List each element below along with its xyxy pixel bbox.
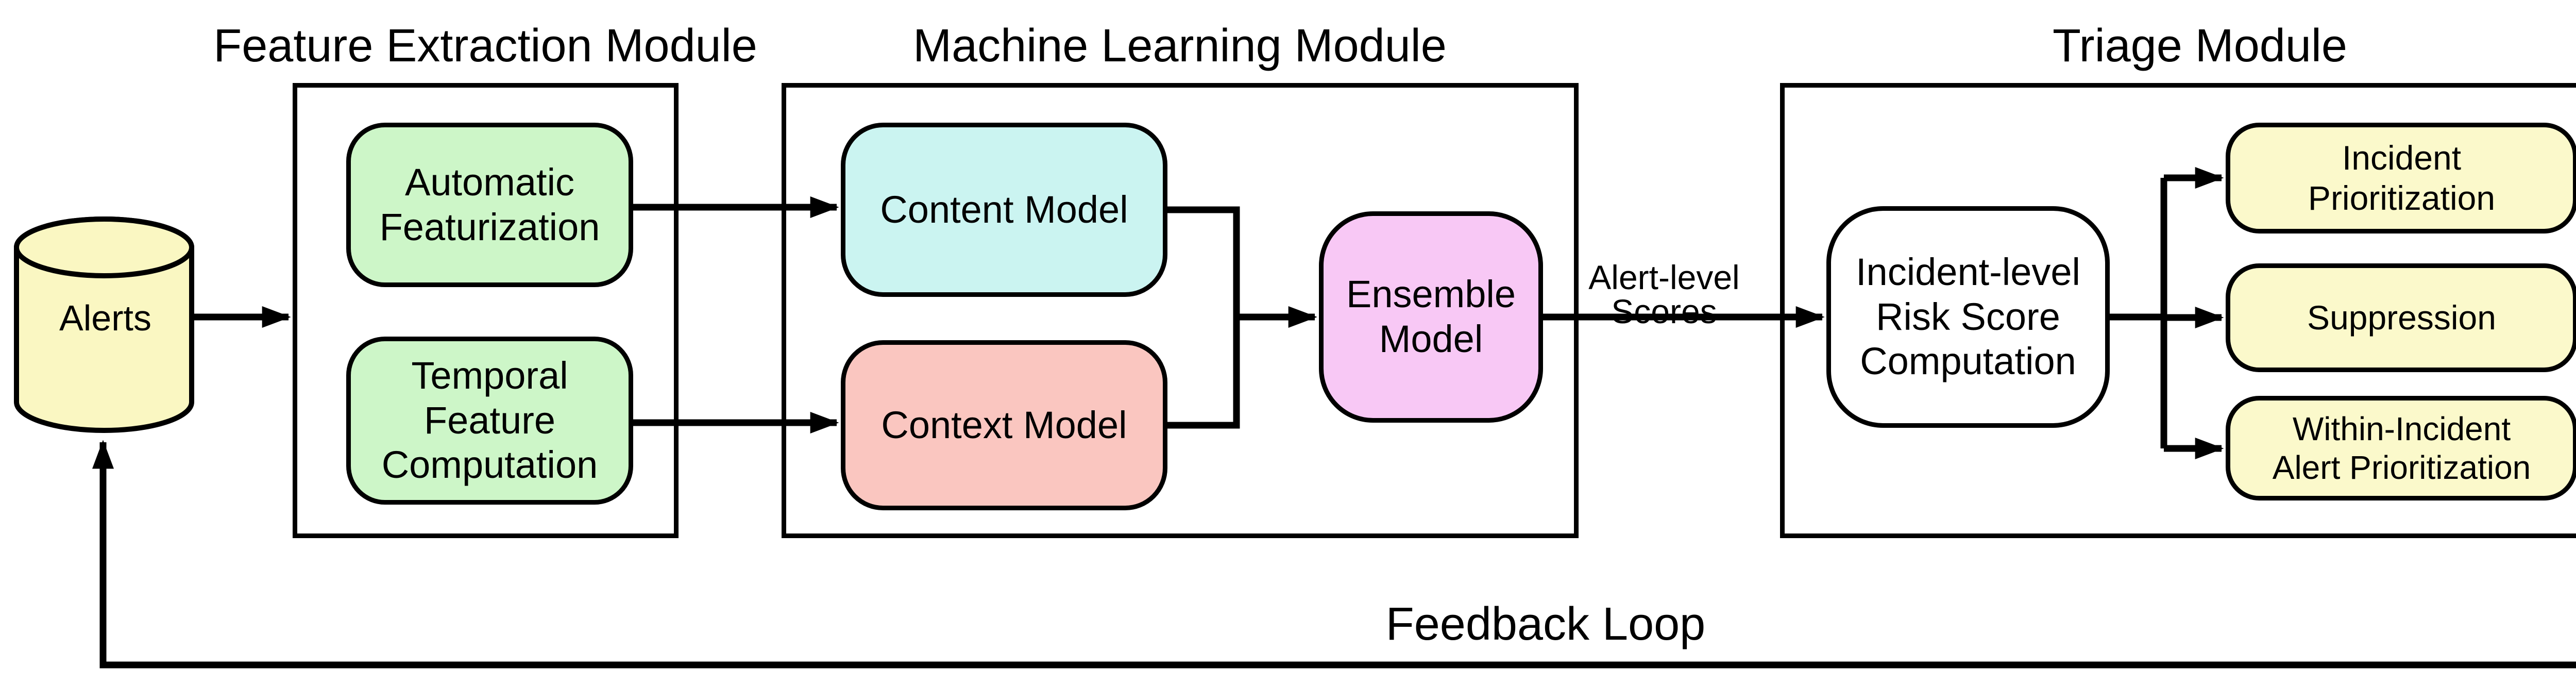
machine-learning-module-box (782, 83, 1579, 538)
node-suppression: Suppression (2226, 263, 2576, 372)
triage-module-box (1780, 83, 2576, 538)
alerts-database-label: Alerts (59, 298, 151, 338)
node-content-model: Content Model (841, 123, 1167, 297)
feature-extraction-module-title: Feature Extraction Module (213, 20, 757, 72)
edge-label-feedback-loop: Feedback Loop (1385, 598, 1706, 650)
node-ensemble-model: Ensemble Model (1319, 211, 1543, 423)
node-within-incident-alert-prioritization: Within-Incident Alert Prioritization (2226, 396, 2576, 501)
triage-module-title: Triage Module (2053, 20, 2347, 72)
arrow-feedback-loop (92, 440, 2576, 669)
feature-extraction-module-box (293, 83, 679, 538)
alerts-database-cylinder-icon (14, 216, 194, 433)
node-incident-prioritization: Incident Prioritization (2226, 123, 2576, 233)
node-automatic-featurization: Automatic Featurization (346, 123, 633, 287)
node-context-model: Context Model (841, 340, 1167, 510)
edge-label-alert-level-scores: Alert-level Scores (1588, 258, 1740, 330)
node-incident-level-risk-score-computation: Incident-level Risk Score Computation (1826, 206, 2110, 428)
machine-learning-module-title: Machine Learning Module (913, 20, 1447, 72)
node-temporal-feature-computation: Temporal Feature Computation (346, 337, 633, 505)
